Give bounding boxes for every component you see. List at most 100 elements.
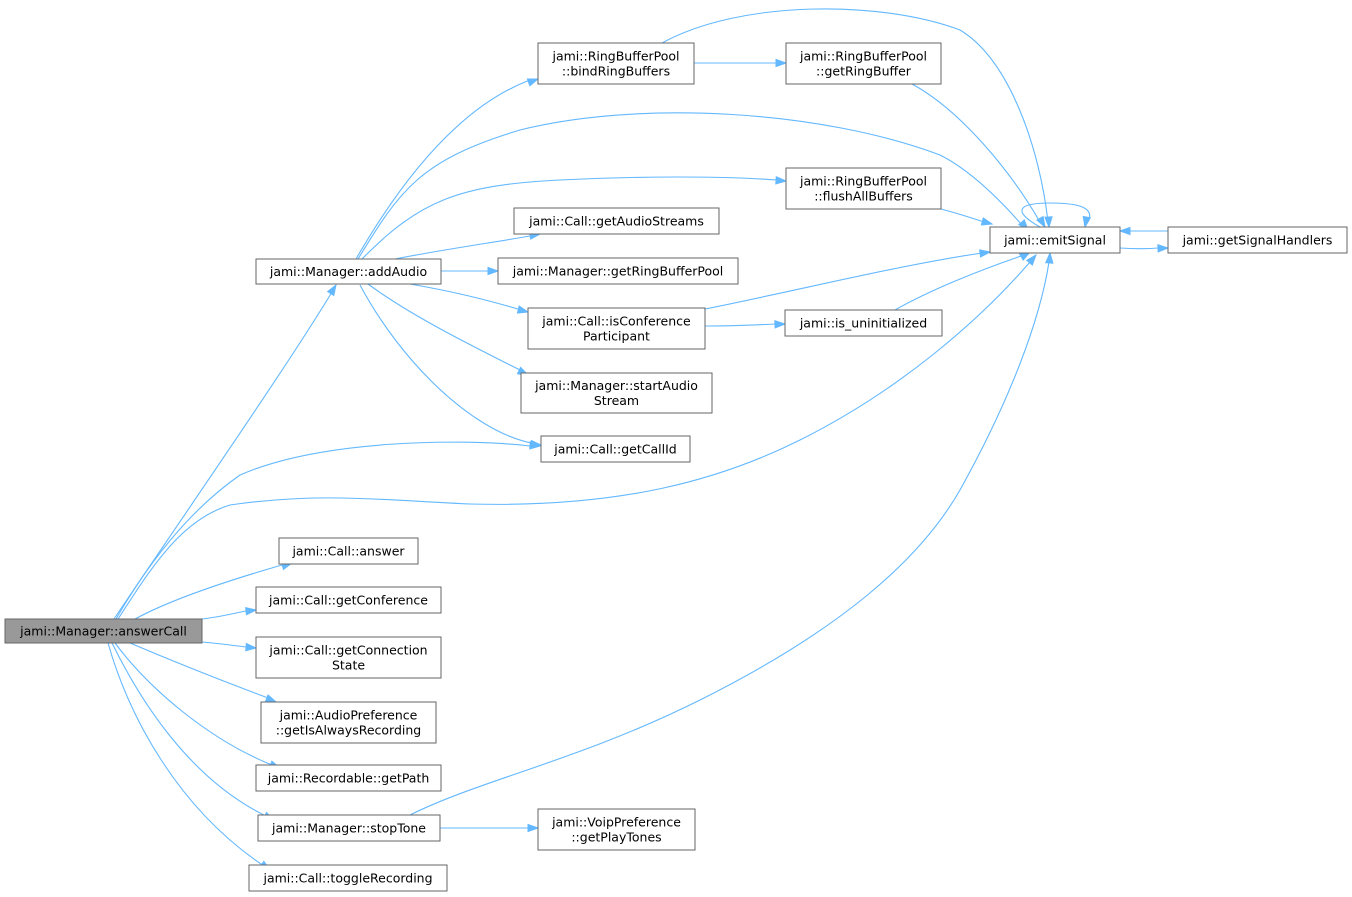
edge-line — [894, 254, 1025, 311]
edge-addAudio-to-flushAllBuffers — [361, 175, 788, 260]
edge-line — [115, 441, 531, 620]
edge-line — [129, 642, 269, 699]
node-label: jami::Manager::addAudio — [269, 264, 427, 279]
arrowhead — [775, 175, 788, 185]
edges-layer — [107, 8, 1170, 871]
node-bindRingBuffers[interactable]: jami::RingBufferPool::bindRingBuffers — [537, 42, 695, 85]
node-box — [4, 618, 203, 644]
node-label: Participant — [583, 329, 650, 344]
node-stopTone[interactable]: jami::Manager::stopTone — [257, 814, 441, 842]
edge-line — [409, 261, 1050, 816]
node-label: jami::Call::answer — [291, 544, 405, 559]
arrowhead — [1025, 253, 1037, 266]
node-box — [537, 42, 695, 85]
edge-line — [704, 252, 983, 310]
node-getRingBuffer[interactable]: jami::RingBufferPool::getRingBuffer — [785, 42, 942, 85]
node-getSignalHandlers[interactable]: jami::getSignalHandlers — [1167, 226, 1348, 254]
node-box — [497, 257, 739, 285]
node-getIsAlwaysRecording[interactable]: jami::AudioPreference::getIsAlwaysRecord… — [260, 701, 437, 744]
node-box — [785, 167, 942, 210]
node-label: jami::RingBufferPool — [799, 174, 927, 189]
node-getPath[interactable]: jami::Recordable::getPath — [255, 764, 442, 792]
node-box — [278, 537, 419, 565]
edge-addAudio-to-isConferenceParticipant — [409, 283, 530, 314]
arrowhead — [1036, 215, 1046, 229]
node-getAudioStreams[interactable]: jami::Call::getAudioStreams — [513, 207, 720, 235]
edge-isConferenceParticipant-to-emitSignal — [704, 249, 992, 310]
node-label: ::getPlayTones — [571, 830, 661, 845]
arrowhead — [530, 439, 543, 449]
edge-answerCall-to-getIsAlwaysRecording — [129, 642, 278, 703]
arrowhead — [1044, 251, 1054, 264]
edge-bindRingBuffers-to-getRingBuffer — [694, 58, 788, 68]
node-getCallId[interactable]: jami::Call::getCallId — [540, 435, 691, 463]
arrowhead — [264, 694, 278, 703]
node-addAudio[interactable]: jami::Manager::addAudio — [255, 258, 442, 285]
node-is_uninitialized[interactable]: jami::is_uninitialized — [784, 309, 943, 337]
node-label: jami::is_uninitialized — [799, 316, 927, 331]
node-getRingBufferPool[interactable]: jami::Manager::getRingBufferPool — [497, 257, 739, 285]
node-box — [785, 42, 942, 85]
node-box — [537, 808, 696, 851]
edge-line — [361, 176, 779, 260]
edge-line — [111, 642, 269, 818]
arrowhead — [526, 78, 540, 87]
node-label: jami::Manager::answerCall — [19, 624, 187, 639]
node-getPlayTones[interactable]: jami::VoipPreference::getPlayTones — [537, 808, 696, 851]
edge-addAudio-to-getAudioStreams — [394, 231, 542, 260]
node-label: jami::Call::isConference — [541, 314, 691, 329]
edge-line — [409, 283, 519, 310]
node-label: jami::VoipPreference — [551, 815, 681, 830]
edge-answerCall-to-getConference — [201, 607, 258, 620]
node-answerCall[interactable]: jami::Manager::answerCall — [4, 618, 203, 644]
edge-addAudio-to-bindRingBuffers — [355, 78, 540, 260]
edge-answerCall-to-toggleRecording — [107, 642, 272, 871]
edge-line — [394, 235, 531, 260]
edge-addAudio-to-startAudioStream — [367, 283, 530, 376]
node-getConference[interactable]: jami::Call::getConference — [255, 586, 442, 614]
edge-line — [704, 323, 776, 327]
edge-line — [357, 112, 1023, 260]
node-box — [255, 636, 442, 679]
node-label: jami::AudioPreference — [279, 708, 418, 723]
edge-line — [114, 642, 273, 766]
node-box — [513, 207, 720, 235]
arrowhead — [979, 249, 992, 258]
edge-line — [201, 641, 247, 648]
node-answer[interactable]: jami::Call::answer — [278, 537, 419, 565]
edge-answerCall-to-getConnectionState — [201, 641, 258, 652]
edge-line — [134, 564, 283, 620]
edge-stopTone-to-emitSignal — [409, 251, 1054, 816]
edge-line — [661, 8, 1049, 223]
edge-getRingBuffer-to-emitSignal — [911, 83, 1046, 229]
edge-line — [107, 642, 265, 867]
edge-addAudio-to-getRingBufferPool — [440, 266, 500, 276]
edge-is_uninitialized-to-emitSignal — [894, 251, 1032, 311]
node-label: ::getRingBuffer — [816, 64, 912, 79]
node-flushAllBuffers[interactable]: jami::RingBufferPool::flushAllBuffers — [785, 167, 942, 210]
node-label: Stream — [594, 393, 639, 408]
node-label: jami::Manager::getRingBufferPool — [512, 264, 724, 279]
edge-stopTone-to-getPlayTones — [439, 823, 540, 833]
node-box — [1167, 226, 1348, 254]
node-toggleRecording[interactable]: jami::Call::toggleRecording — [248, 864, 448, 892]
node-box — [989, 226, 1121, 254]
arrowhead — [1082, 215, 1092, 229]
edge-answerCall-to-addAudio — [113, 283, 337, 620]
arrowhead — [775, 58, 788, 68]
node-label: jami::Call::getConference — [268, 593, 428, 608]
node-label: jami::Recordable::getPath — [267, 771, 430, 786]
edge-line — [911, 83, 1041, 223]
edge-line — [355, 79, 531, 260]
node-emitSignal[interactable]: jami::emitSignal — [989, 226, 1121, 254]
node-box — [260, 701, 437, 744]
edge-getSignalHandlers-to-emitSignal — [1118, 226, 1168, 236]
arrowhead — [774, 320, 787, 329]
node-box — [520, 372, 713, 414]
edge-line — [1119, 247, 1159, 250]
node-box — [527, 307, 706, 350]
